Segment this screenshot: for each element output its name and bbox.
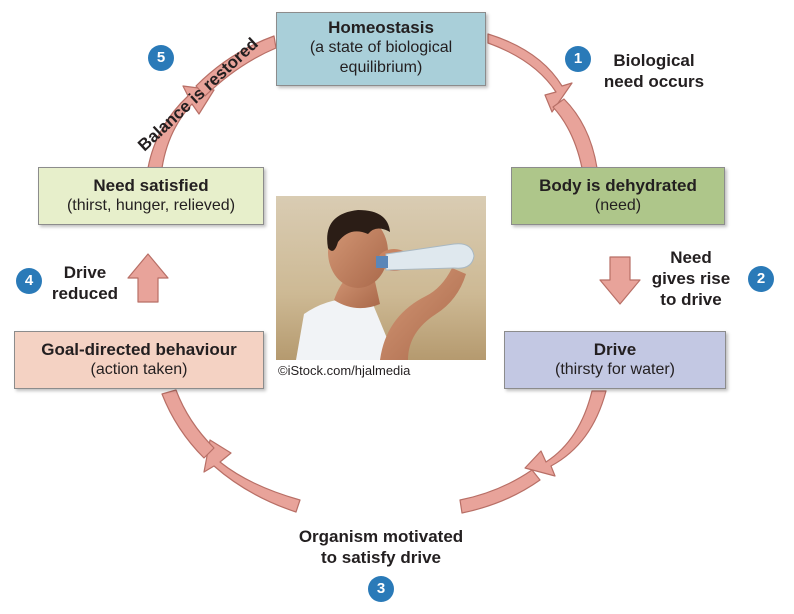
step-1-label: Biological need occurs <box>590 50 718 92</box>
step-4-badge: 4 <box>16 268 42 294</box>
arrow-down-need-to-drive <box>599 256 641 305</box>
step-2-label: Need gives rise to drive <box>642 247 740 310</box>
node-dehydrated: Body is dehydrated (need) <box>511 167 725 225</box>
step-3-label: Organism motivated to satisfy drive <box>276 526 486 568</box>
node-goal-title: Goal-directed behaviour <box>41 340 237 359</box>
node-need-satisfied: Need satisfied (thirst, hunger, relieved… <box>38 167 264 225</box>
node-satisfied-subtitle: (thirst, hunger, relieved) <box>66 197 236 214</box>
step-4-line-2: reduced <box>51 284 119 303</box>
step-5-badge: 5 <box>148 45 174 71</box>
arrow-arc-drive-to-motivated <box>524 390 607 477</box>
node-homeostasis-subtitle-2: equilibrium) <box>339 59 423 76</box>
step-1-badge: 1 <box>565 46 591 72</box>
arrow-arc-homeostasis-to-dehydrated <box>487 33 573 113</box>
node-dehydrated-title: Body is dehydrated <box>539 176 697 195</box>
arrow-arc-motivated-to-goal <box>203 439 301 513</box>
node-goal-subtitle: (action taken) <box>90 361 188 378</box>
node-drive: Drive (thirsty for water) <box>504 331 726 389</box>
step-2-badge: 2 <box>748 266 774 292</box>
step-1-line-2: need occurs <box>603 72 705 91</box>
arrow-up-goal-to-satisfied <box>127 253 169 303</box>
step-2-line-1: Need <box>670 248 712 267</box>
photo-credit: ©iStock.com/hjalmedia <box>278 363 411 378</box>
step-2-line-3: to drive <box>660 290 722 309</box>
node-homeostasis: Homeostasis (a state of biological equil… <box>276 12 486 86</box>
step-4-label: Drive reduced <box>40 262 130 304</box>
arrow-arc-tail-homeostasis <box>195 35 277 97</box>
node-satisfied-title: Need satisfied <box>93 176 209 195</box>
step-2-line-2: gives rise <box>651 269 731 288</box>
arrow-arc-tail-goal <box>161 389 215 459</box>
step-3-line-1: Organism motivated <box>298 527 464 546</box>
step-4-line-1: Drive <box>63 263 107 282</box>
node-dehydrated-subtitle: (need) <box>594 197 642 214</box>
arrow-arc-satisfied-to-homeostasis <box>147 85 215 169</box>
node-drive-title: Drive <box>593 340 637 359</box>
node-homeostasis-title: Homeostasis <box>328 18 434 37</box>
arrow-arc-tail-dehydrated <box>552 98 598 169</box>
node-homeostasis-subtitle-1: (a state of biological <box>309 39 453 56</box>
man-drinking-water-photo <box>276 196 486 360</box>
step-3-badge: 3 <box>368 576 394 602</box>
step-3-line-2: to satisfy drive <box>321 548 441 567</box>
node-goal-directed: Goal-directed behaviour (action taken) <box>14 331 264 389</box>
arrow-arc-tail-motivated <box>459 469 541 514</box>
photo-illustration <box>276 196 486 360</box>
step-1-line-1: Biological <box>613 51 695 70</box>
node-drive-subtitle: (thirsty for water) <box>554 361 675 378</box>
